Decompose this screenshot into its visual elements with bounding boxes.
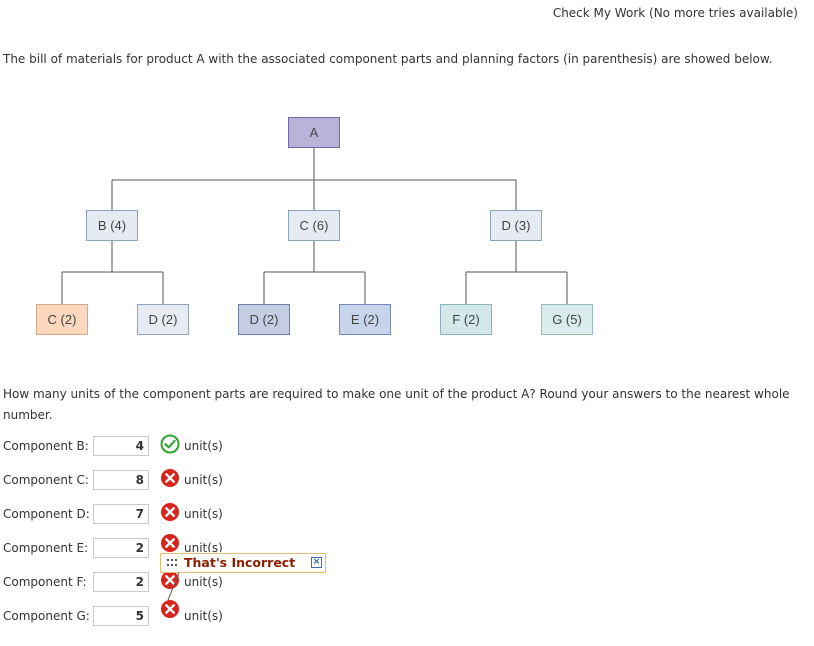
correct-check-icon <box>160 434 180 454</box>
incorrect-x-icon <box>161 534 179 552</box>
bom-node-e: E (2) <box>339 304 391 335</box>
component-c-unit: unit(s) <box>184 473 223 487</box>
bom-node-d-under-c: D (2) <box>238 304 290 335</box>
component-f-unit: unit(s) <box>184 575 223 589</box>
intro-text: The bill of materials for product A with… <box>3 52 773 66</box>
bom-node-c-under-b: C (2) <box>36 304 88 335</box>
bom-node-d: D (3) <box>490 210 542 241</box>
component-d-input[interactable]: 7 <box>93 504 149 524</box>
component-b-unit: unit(s) <box>184 439 223 453</box>
bill-of-materials-diagram: A B (4) C (6) D (3) C (2) D (2) D (2) E … <box>0 110 814 340</box>
component-c-label: Component C: <box>3 473 89 487</box>
feedback-popup: That's Incorrect × <box>160 553 326 573</box>
bom-node-g: G (5) <box>541 304 593 335</box>
component-f-label: Component F: <box>3 575 87 589</box>
bom-node-c: C (6) <box>288 210 340 241</box>
incorrect-x-icon <box>161 600 179 618</box>
component-e-unit: unit(s) <box>184 541 223 552</box>
drag-handle-icon[interactable] <box>167 558 177 568</box>
component-e-input[interactable]: 2 <box>93 538 149 558</box>
component-b-label: Component B: <box>3 439 89 453</box>
component-e-label: Component E: <box>3 541 89 555</box>
component-b-input[interactable]: 4 <box>93 436 149 456</box>
component-g-unit: unit(s) <box>184 609 223 623</box>
bom-node-d-under-b: D (2) <box>137 304 189 335</box>
component-f-input[interactable]: 2 <box>93 572 149 592</box>
bom-node-a: A <box>288 117 340 148</box>
bom-node-b: B (4) <box>86 210 138 241</box>
close-icon[interactable]: × <box>311 557 322 568</box>
component-g-input[interactable]: 5 <box>93 606 149 626</box>
incorrect-x-icon <box>161 503 179 521</box>
popup-pointer <box>167 572 180 601</box>
incorrect-x-icon <box>161 469 179 487</box>
bom-node-f: F (2) <box>440 304 492 335</box>
component-d-unit: unit(s) <box>184 507 223 521</box>
feedback-message: That's Incorrect <box>184 555 296 570</box>
bom-connector-lines <box>61 148 568 304</box>
component-g-label: Component G: <box>3 609 90 623</box>
check-my-work-link[interactable]: Check My Work (No more tries available) <box>552 6 798 20</box>
component-d-label: Component D: <box>3 507 90 521</box>
component-c-input[interactable]: 8 <box>93 470 149 490</box>
question-text: How many units of the component parts ar… <box>3 387 790 422</box>
